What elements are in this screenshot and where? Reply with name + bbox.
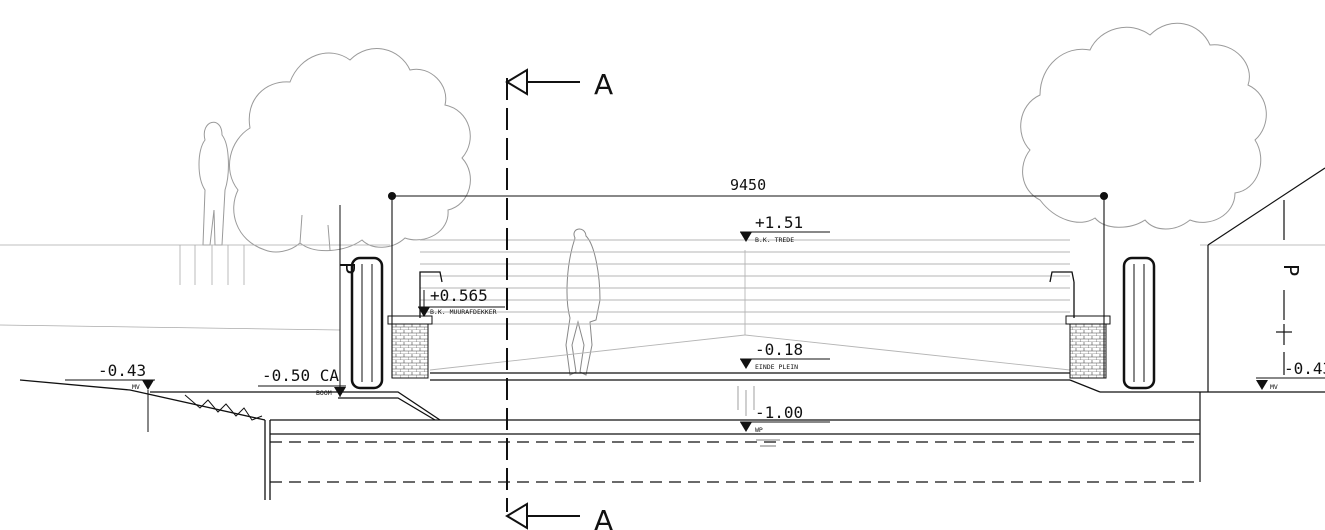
section-marker-bottom: A: [594, 504, 613, 530]
level-trede-value: +1.51: [755, 213, 803, 232]
level-boom-value: -0.50 CA: [262, 366, 339, 385]
level-mv-left: -0.43 MV: [65, 361, 155, 432]
level-mv-right-value: -0.43: [1284, 359, 1325, 378]
level-muurafdekker: +0.565 B.K. MUURAFDEKKER: [418, 286, 505, 317]
level-mv-right-label: MV: [1270, 383, 1278, 391]
level-plein: -0.18 EINDE PLEIN: [740, 340, 830, 371]
planter-right-inner: [1133, 264, 1145, 382]
level-trede: +1.51 B.K. TREDE: [740, 213, 830, 244]
level-boom: -0.50 CA BOOM: [258, 205, 346, 397]
level-wp-label: WP: [755, 426, 763, 434]
background-ground-lines: [0, 244, 1325, 331]
level-wp: -1.00 WP: [737, 386, 830, 447]
property-line-right: [1276, 200, 1292, 375]
dimension-line: [387, 191, 1109, 378]
level-plein-value: -0.18: [755, 340, 803, 359]
dimension-value: 9450: [730, 176, 766, 194]
level-muurafdekker-label: B.K. MUURAFDEKKER: [430, 308, 497, 316]
railing-right: [1049, 271, 1075, 318]
brick-pillar-left: [391, 321, 429, 379]
level-muurafdekker-value: +0.565: [430, 286, 488, 305]
tree-left-silhouette: [229, 48, 471, 253]
planter-left: [350, 256, 384, 390]
level-mv-right: -0.43 MV: [1256, 359, 1325, 391]
property-line-label-right: P: [1279, 264, 1303, 276]
level-wp-value: -1.00: [755, 403, 803, 422]
pillar-cap-right: [1065, 315, 1111, 325]
level-mv-left-value: -0.43: [98, 361, 146, 380]
canal: [270, 392, 1201, 483]
pillar-cap-left: [387, 315, 433, 325]
rubble-zigzag: [184, 394, 263, 421]
level-mv-left-label: MV: [132, 383, 140, 391]
section-line: [505, 68, 580, 530]
level-plein-label: EINDE PLEIN: [755, 363, 798, 371]
property-line-label-left: P: [335, 262, 359, 274]
person-silhouette-left: [198, 122, 229, 246]
railing-left: [419, 271, 443, 318]
section-marker-top: A: [594, 68, 613, 101]
right-embankment: [1200, 167, 1325, 393]
planter-right: [1122, 256, 1156, 390]
tree-right-silhouette: [1020, 22, 1267, 230]
ground-profile: [19, 372, 1200, 500]
planter-left-inner: [361, 264, 373, 382]
level-trede-label: B.K. TREDE: [755, 236, 794, 244]
stairs-lines: [420, 239, 1071, 371]
brick-pillar-right: [1069, 321, 1107, 379]
person-silhouette-center: [565, 228, 601, 376]
level-boom-label: BOOM: [316, 389, 332, 397]
